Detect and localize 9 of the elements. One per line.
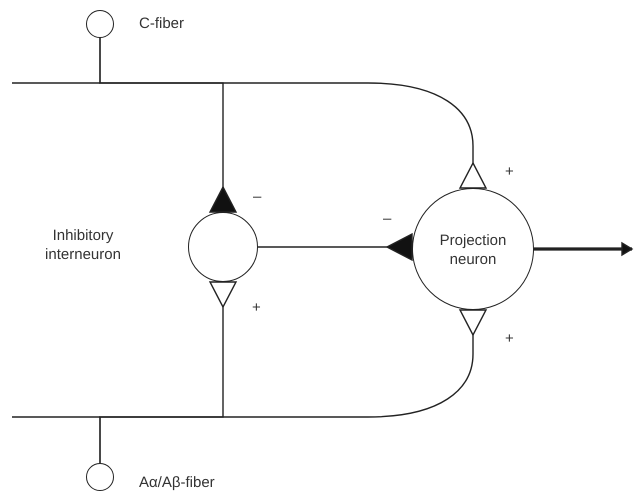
neuron-label: C-fiber xyxy=(139,14,184,33)
output-arrow xyxy=(534,242,633,256)
synapse-connector xyxy=(258,233,413,261)
neuron-label: Aα/Aβ-fiber xyxy=(139,473,215,492)
synapse-connector xyxy=(99,309,487,463)
synapse-connector xyxy=(99,38,237,213)
neuron-cell xyxy=(412,188,534,310)
neuron-label: Projection neuron xyxy=(438,231,508,269)
neuron-label: Inhibitory interneuron xyxy=(44,226,122,264)
